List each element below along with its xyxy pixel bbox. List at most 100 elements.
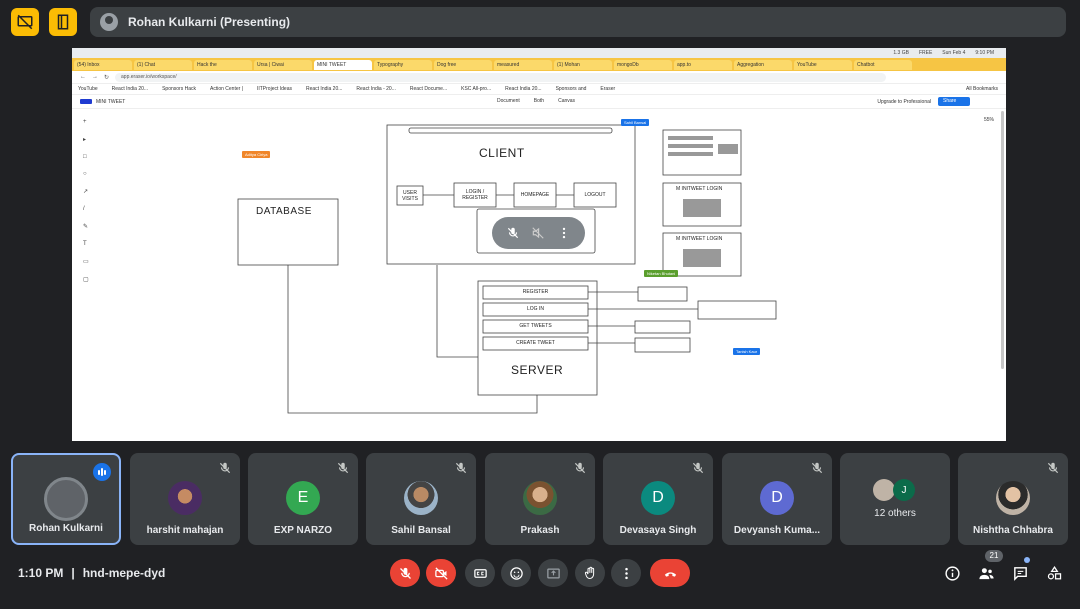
bookmark-item[interactable]: Action Center | (209, 86, 243, 92)
eraser-toolbar: MINI TWEET Document Both Canvas Upgrade … (72, 95, 1006, 109)
browser-tab-active[interactable]: MINI TWEET (314, 59, 372, 70)
people-button[interactable] (976, 563, 996, 583)
bookmark-item[interactable]: React India - 20... (356, 86, 396, 92)
browser-tab[interactable]: Hack the (194, 59, 252, 70)
add-icon[interactable]: + (83, 119, 87, 125)
more-vert-icon[interactable] (557, 226, 571, 240)
others-avatars: J (873, 479, 917, 501)
door-icon (57, 14, 69, 30)
mic-toggle-button[interactable] (390, 559, 420, 587)
participant-tile[interactable]: Sahil Bansal (366, 453, 476, 545)
more-options-button[interactable] (611, 559, 641, 587)
present-button[interactable] (538, 559, 568, 587)
bookmark-item[interactable]: Sponsors and (555, 86, 587, 92)
share-button[interactable]: Share (938, 97, 970, 106)
browser-tab[interactable]: measured (494, 59, 552, 70)
volume-off-icon[interactable] (531, 226, 545, 240)
connector-line (436, 265, 478, 358)
rectangle-icon[interactable]: □ (83, 154, 87, 160)
zoom-level[interactable]: 55% (983, 117, 994, 123)
url-field[interactable]: app.eraser.io/workspace/ (115, 72, 886, 82)
browser-tab[interactable]: YouTube (794, 59, 852, 70)
connector-line (588, 291, 698, 344)
browser-tab[interactable]: Chatbot (854, 59, 912, 70)
note-box (637, 286, 688, 302)
browser-tab[interactable]: Typography (374, 59, 432, 70)
participant-name: Prakash (520, 525, 560, 536)
participant-tile-self[interactable]: Rohan Kulkarni (11, 453, 121, 545)
layout-button[interactable] (49, 8, 77, 36)
raise-hand-button[interactable] (575, 559, 605, 587)
browser-tab[interactable]: (1) Chat (134, 59, 192, 70)
bookmark-item[interactable]: Sponsors Hack (162, 86, 196, 92)
reload-icon[interactable]: ↻ (104, 74, 110, 81)
people-count-badge: 21 (985, 550, 1003, 562)
view-tab-canvas[interactable]: Canvas (558, 98, 576, 104)
shared-screen: 1.3 GB FREE Sun Feb 4 9:10 PM (54) Inbox… (72, 48, 1006, 441)
bookmark-item[interactable]: React India 20... (305, 86, 343, 92)
browser-tab[interactable]: app.to (674, 59, 732, 70)
participant-tile-others[interactable]: J 12 others (840, 453, 950, 545)
activities-button[interactable] (1044, 563, 1064, 583)
camera-toggle-button[interactable] (426, 559, 456, 587)
more-vert-icon (624, 567, 628, 579)
frame-icon[interactable]: ▭ (83, 259, 89, 265)
participant-tile[interactable]: D Devyansh Kuma... (722, 453, 832, 545)
server-row-label: CREATE TWEET (516, 340, 555, 346)
browser-tab[interactable]: Ursa | Ciwai (254, 59, 312, 70)
participant-tile[interactable]: E EXP NARZO (248, 453, 358, 545)
avatar (523, 481, 557, 515)
circle-icon[interactable]: ○ (83, 171, 87, 177)
client-box-label: LOGOUT (584, 192, 606, 198)
line-icon[interactable]: / (83, 206, 85, 212)
mic-off-icon[interactable] (506, 226, 520, 240)
participant-name: Devyansh Kuma... (733, 525, 821, 536)
bookmark-item[interactable]: React Docume... (409, 86, 448, 92)
bookmark-item[interactable]: Eraser (600, 86, 616, 92)
participant-name: 12 others (874, 508, 916, 519)
bookmark-item[interactable]: React India 20... (111, 86, 149, 92)
comment-icon[interactable]: ▢ (83, 277, 89, 283)
stop-presenting-button[interactable] (11, 8, 39, 36)
client-box-label: USER VISITS (402, 190, 418, 202)
participant-tile[interactable]: Prakash (485, 453, 595, 545)
client-box-label: HOMEPAGE (520, 192, 550, 198)
mic-off-icon (454, 461, 468, 475)
bookmark-item[interactable]: YouTube (78, 86, 98, 92)
browser-tab[interactable]: (54) Inbox (74, 59, 132, 70)
pen-icon[interactable]: ✎ (83, 224, 89, 230)
speaking-indicator-icon (93, 463, 111, 481)
view-tab-document[interactable]: Document (497, 98, 520, 104)
chat-button[interactable] (1010, 563, 1030, 583)
whiteboard-canvas[interactable]: + ▸ □ ○ ↗ / ✎ T ▭ ▢ 55% (72, 109, 1006, 441)
reactions-button[interactable] (501, 559, 531, 587)
participant-tile[interactable]: D Devasaya Singh (603, 453, 713, 545)
upgrade-link[interactable]: Upgrade to Professional (877, 99, 931, 105)
bookmark-item[interactable]: IITProject Ideas (256, 86, 292, 92)
browser-tab[interactable]: Dog free (434, 59, 492, 70)
browser-tab[interactable]: (1) Mohan (554, 59, 612, 70)
mic-off-icon (1046, 461, 1060, 475)
back-icon[interactable]: ← (80, 74, 86, 80)
browser-tab[interactable]: mongoDb (614, 59, 672, 70)
participant-tile[interactable]: harshit mahajan (130, 453, 240, 545)
bookmark-item[interactable]: React India 20... (505, 86, 542, 92)
client-browser-bar (408, 127, 613, 134)
all-bookmarks-link[interactable]: All Bookmarks (966, 86, 998, 92)
participant-name: Sahil Bansal (391, 525, 451, 536)
view-tab-both[interactable]: Both (533, 98, 545, 104)
meeting-details-button[interactable] (942, 563, 962, 583)
database-title: DATABASE (256, 206, 312, 217)
browser-tab[interactable]: Aggregation (734, 59, 792, 70)
canvas-scrollbar[interactable] (1001, 111, 1004, 369)
arrow-icon[interactable]: ↗ (83, 189, 89, 195)
file-title[interactable]: MINI TWEET (96, 98, 126, 105)
select-icon[interactable]: ▸ (83, 137, 87, 143)
mockup-title: M INITWEET LOGIN (676, 186, 723, 192)
forward-icon[interactable]: → (92, 74, 98, 80)
leave-call-button[interactable] (650, 559, 690, 587)
participant-tile[interactable]: Nishtha Chhabra (958, 453, 1068, 545)
text-icon[interactable]: T (83, 241, 87, 247)
captions-button[interactable] (465, 559, 495, 587)
bookmark-item[interactable]: KSC All-pro... (461, 86, 492, 92)
